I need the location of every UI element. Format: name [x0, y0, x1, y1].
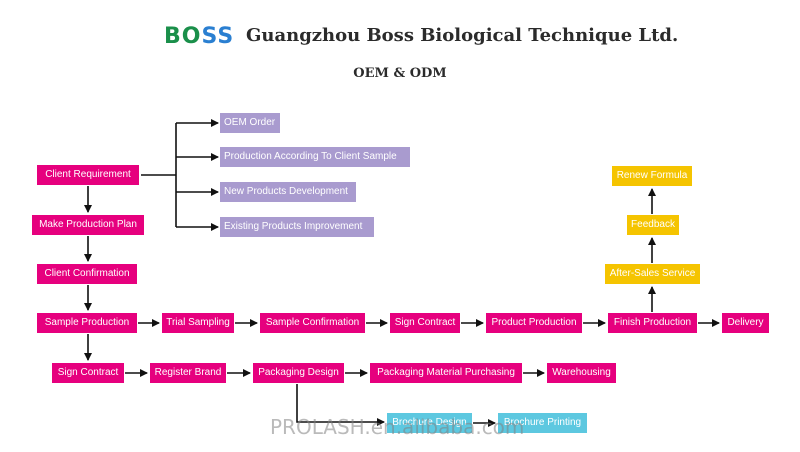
- step-warehousing: Warehousing: [547, 363, 616, 383]
- company-logo: BOSS: [164, 24, 235, 49]
- option-new-products: New Products Development: [220, 182, 356, 202]
- step-packaging-design: Packaging Design: [253, 363, 344, 383]
- step-product-production: Product Production: [486, 313, 582, 333]
- step-client-requirement: Client Requirement: [37, 165, 139, 185]
- option-client-sample: Production According To Client Sample: [220, 147, 410, 167]
- step-feedback: Feedback: [627, 215, 679, 235]
- page-subtitle: OEM & ODM: [353, 66, 447, 81]
- step-register-brand: Register Brand: [150, 363, 226, 383]
- step-brochure-printing: Brochure Printing: [498, 413, 587, 433]
- flow-arrow-21: [296, 384, 385, 426]
- step-trial-sampling: Trial Sampling: [162, 313, 234, 333]
- step-renew-formula: Renew Formula: [612, 166, 692, 186]
- step-packaging-material-purchasing: Packaging Material Purchasing: [370, 363, 522, 383]
- step-sign-contract-main: Sign Contract: [390, 313, 460, 333]
- step-after-sales-service: After-Sales Service: [605, 264, 700, 284]
- option-oem-order: OEM Order: [220, 113, 280, 133]
- step-delivery: Delivery: [722, 313, 769, 333]
- step-sample-production: Sample Production: [37, 313, 137, 333]
- step-finish-production: Finish Production: [608, 313, 697, 333]
- step-make-production-plan: Make Production Plan: [32, 215, 144, 235]
- step-client-confirmation: Client Confirmation: [37, 264, 137, 284]
- step-sign-contract-packaging: Sign Contract: [52, 363, 124, 383]
- step-brochure-design: Brochure Design: [387, 413, 472, 433]
- option-existing-improvement: Existing Products Improvement: [220, 217, 374, 237]
- company-name: Guangzhou Boss Biological Technique Ltd.: [246, 25, 679, 46]
- step-sample-confirmation: Sample Confirmation: [260, 313, 365, 333]
- watermark: PROLASH.en.alibaba.com: [270, 415, 525, 439]
